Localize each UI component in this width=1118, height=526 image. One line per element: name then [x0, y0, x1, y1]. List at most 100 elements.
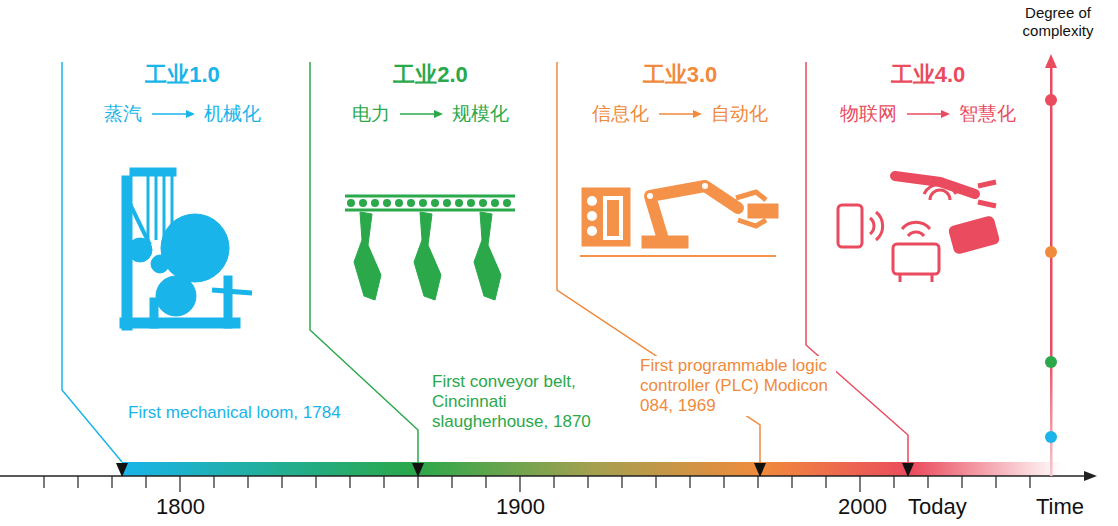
era-panel: 工业4.0 物联网 智慧化: [840, 60, 1016, 126]
era-subtitle: 机械化: [204, 102, 261, 126]
milestone-marker: [412, 463, 424, 477]
arrow-shaft: [659, 113, 697, 115]
axis-label: Today: [908, 494, 967, 520]
control-panel: [582, 188, 630, 246]
era-subtitle-row: 电力 规模化: [352, 102, 509, 126]
loom-roller: [128, 238, 152, 262]
robot-gripper: [978, 182, 996, 206]
phone-device: [838, 205, 862, 247]
loom-thread: [155, 176, 158, 240]
hanging-carcass: [414, 212, 441, 300]
axis-tick: [825, 476, 826, 488]
era-subtitle: 智慧化: [959, 102, 1016, 126]
transition-arrow: [150, 108, 196, 120]
era-title: 工业1.0: [104, 60, 261, 90]
milestone-note: First conveyor belt, Cincinnati slaugher…: [432, 372, 618, 432]
wifi-waves: [902, 222, 930, 236]
hanging-carcass: [354, 212, 381, 300]
axis-arrowhead: [1084, 471, 1097, 481]
axis-tick: [417, 476, 418, 488]
axis-label: 1800: [156, 494, 205, 520]
milestone-note: First programmable logic controller (PLC…: [640, 356, 836, 416]
router-leg: [931, 274, 934, 282]
era-subtitle: 物联网: [840, 102, 897, 126]
era-subtitle: 电力: [352, 102, 390, 126]
robot-joint: [702, 183, 708, 189]
axis-tick: [383, 476, 384, 488]
transition-arrow: [398, 108, 444, 120]
conveyor-roller: [359, 199, 367, 207]
axis-tick: [995, 476, 996, 488]
conveyor-roller: [347, 199, 355, 207]
axis-tick: [961, 476, 962, 488]
milestone-markers: [116, 463, 914, 477]
conveyor-rollers: [347, 199, 511, 207]
axis-tick: [179, 476, 180, 492]
axis-label: Time: [1036, 494, 1084, 520]
loom-bar: [212, 290, 252, 293]
tablet-device: [949, 217, 998, 254]
conveyor-rail: [345, 209, 515, 212]
router-leg: [899, 274, 902, 282]
loom-base: [120, 318, 240, 328]
axis-tick: [723, 476, 724, 488]
era-panel: 工业1.0 蒸汽 机械化: [104, 60, 261, 126]
axis-tick: [111, 476, 112, 488]
arrow-shaft: [907, 113, 945, 115]
axis-tick: [315, 476, 316, 488]
era-subtitle: 蒸汽: [104, 102, 142, 126]
axis-tick: [689, 476, 690, 488]
wifi-waves: [924, 184, 956, 200]
era-subtitle: 自动化: [711, 102, 768, 126]
milestone-marker: [754, 463, 766, 477]
timeline-bar: [122, 462, 1062, 476]
loom-leg: [150, 298, 158, 328]
axis-tick: [485, 476, 486, 488]
panel-button: [587, 211, 597, 221]
conveyor-roller: [467, 199, 475, 207]
axis-tick: [519, 476, 520, 492]
era-panel: 工业2.0电力规模化: [352, 60, 509, 126]
axis-title: Degree of complexity: [1002, 4, 1114, 40]
conveyor-roller: [479, 199, 487, 207]
milestone-marker: [116, 463, 128, 477]
loom-thread: [147, 176, 150, 240]
arrow-head: [693, 110, 702, 118]
loom-roller: [151, 255, 169, 273]
level-dot: [1045, 356, 1057, 368]
axis-tick: [77, 476, 78, 488]
axis-tick: [587, 476, 588, 488]
conveyor-roller: [395, 199, 403, 207]
robot-arm: [650, 186, 738, 236]
panel-button: [587, 196, 597, 206]
axis-tick: [757, 476, 758, 488]
transition-arrow: [905, 108, 951, 120]
axis-tick: [213, 476, 214, 488]
arrow-head: [186, 110, 195, 118]
wifi-waves: [870, 212, 883, 240]
conveyor-rail: [345, 195, 515, 198]
complexity-axis: [1050, 66, 1053, 476]
era-panel: 工业3.0信息化自动化: [592, 60, 768, 126]
transition-arrow: [657, 108, 703, 120]
panel-screen-bar: [607, 200, 619, 236]
era-title: 工业4.0: [840, 60, 1016, 90]
conveyor-roller: [443, 199, 451, 207]
axis-tick: [451, 476, 452, 488]
hanging-carcass: [474, 212, 501, 300]
conveyor-roller: [503, 199, 511, 207]
time-axis: [0, 475, 1086, 477]
arrow-shaft: [152, 113, 190, 115]
axis-arrowhead: [1045, 54, 1057, 68]
conveyor-roller: [491, 199, 499, 207]
era-subtitle: 规模化: [452, 102, 509, 126]
level-dot: [1045, 94, 1057, 106]
robot-joint: [647, 193, 653, 199]
axis-label: 2000: [838, 494, 887, 520]
arrow-shaft: [400, 113, 438, 115]
loom-gear: [161, 214, 229, 282]
era-subtitle-row: 蒸汽 机械化: [104, 102, 261, 126]
axis-tick: [621, 476, 622, 488]
conveyor-icon: [345, 196, 515, 300]
